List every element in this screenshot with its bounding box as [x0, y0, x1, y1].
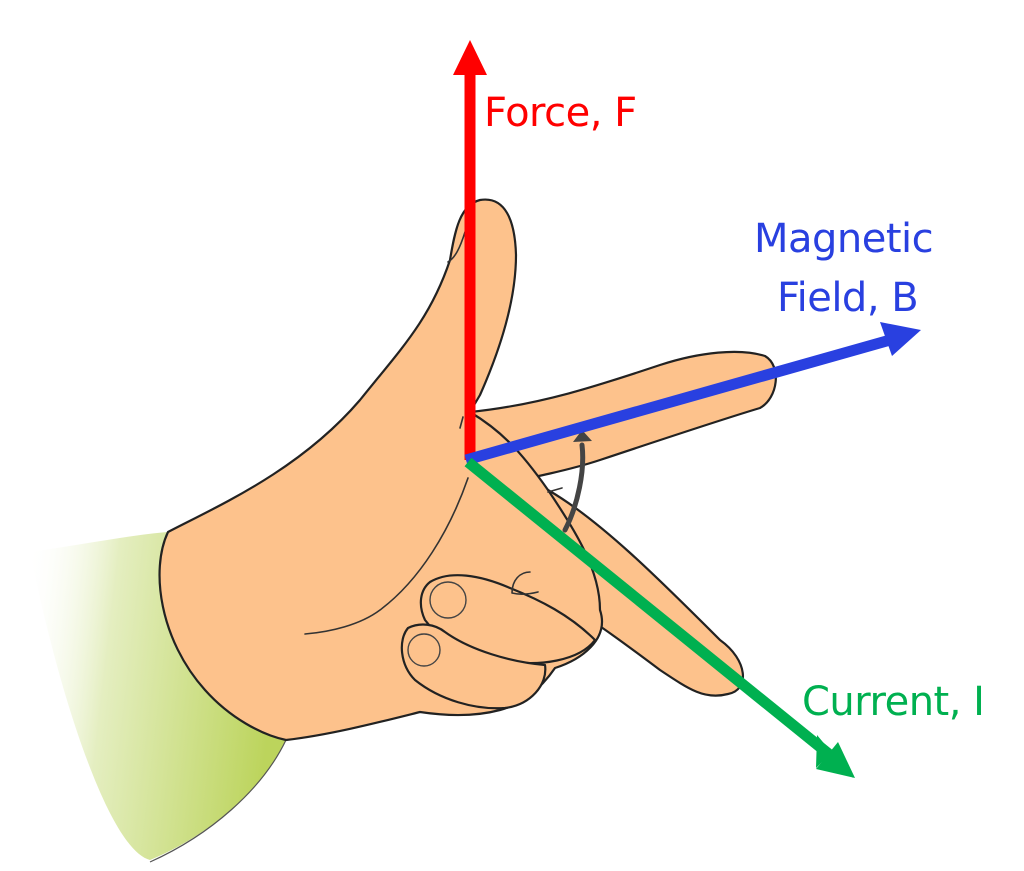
curled-finger-lower [400, 623, 547, 710]
thumb-crease [459, 416, 464, 429]
field-label-line2: Field, B [777, 275, 918, 321]
knuckle-crease [511, 571, 539, 595]
current-arrowhead-fill [816, 742, 855, 778]
field-label-line1: Magnetic [754, 216, 933, 262]
current-arrow-shaft [464, 457, 834, 760]
palm-crease [304, 477, 469, 635]
current-label: Current, I [802, 679, 984, 725]
rotation-arrow [562, 442, 586, 533]
fingernail-upper [429, 581, 467, 619]
force-arrowhead-icon [453, 40, 487, 75]
field-arrow-shaft [464, 334, 892, 466]
force-label: Force, F [484, 90, 637, 136]
finger-gap-line [547, 487, 563, 493]
curled-finger-upper [419, 574, 597, 665]
sleeve [30, 532, 286, 860]
field-arrowhead-icon [880, 322, 921, 356]
fingernail-lower [407, 633, 441, 667]
thumb-nail-line [447, 231, 466, 263]
rotation-arrowhead-icon [573, 430, 592, 442]
current-arrowhead-icon [816, 735, 853, 778]
